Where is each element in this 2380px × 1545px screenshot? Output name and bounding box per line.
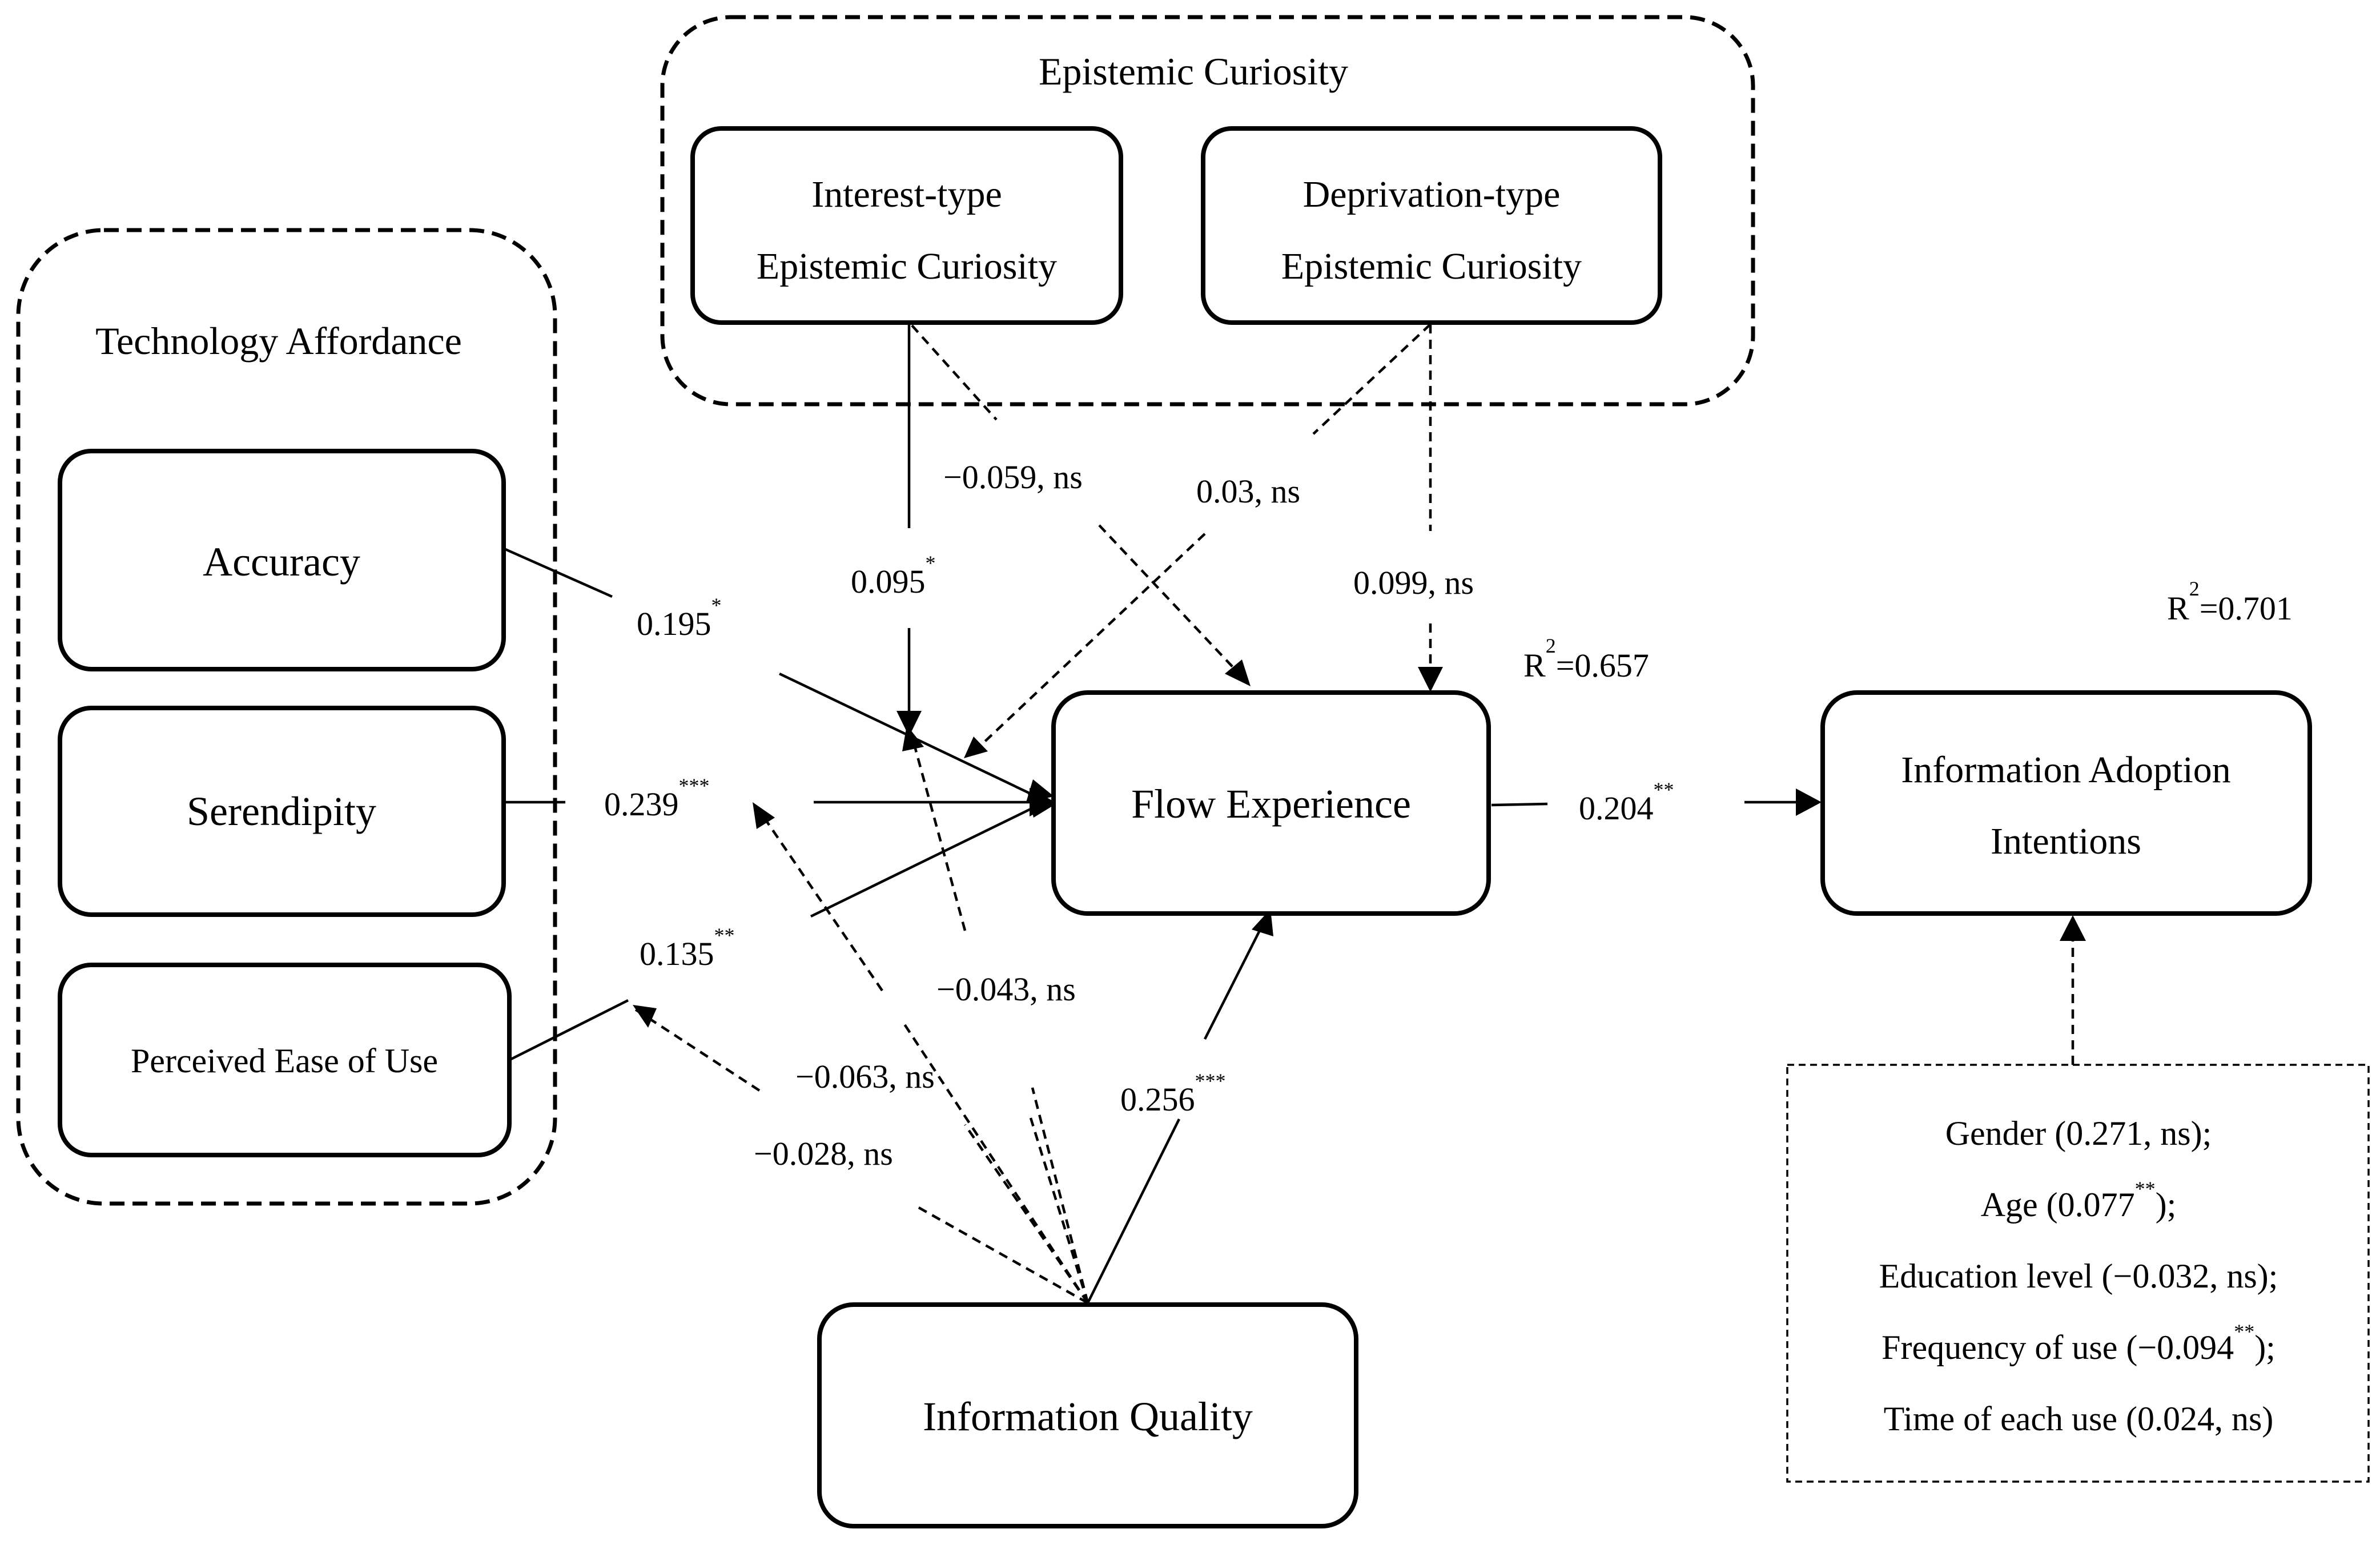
coef-interest-flow: −0.059, ns (943, 458, 1083, 496)
information-adoption-intentions-box: Information Adoption Intentions (1820, 690, 2312, 916)
path-quality-moderation-1-line-1 (1031, 1087, 1090, 1303)
path-quality-flow-line-1 (1086, 1118, 1181, 1304)
path-interest-flow-line-1 (911, 324, 998, 421)
arrowhead-flow-left-3 (1028, 794, 1054, 818)
perceived-ease-of-use-rect (58, 963, 512, 1157)
epistemic-curiosity-group (660, 15, 1755, 407)
coef-quality-moderation-1: −0.043, ns (936, 971, 1076, 1008)
path-quality-moderation-3-line-1 (912, 1204, 1089, 1304)
flow-experience-label: Flow Experience (1131, 781, 1411, 827)
interest-type-curiosity-box: Interest-type Epistemic Curiosity (690, 126, 1123, 325)
technology-affordance-title: Technology Affordance (95, 319, 462, 363)
deprivation-type-curiosity-rect (1201, 126, 1662, 325)
path-accuracy-flow-line-1 (505, 548, 613, 598)
path-quality-moderation-2-line-1 (901, 1020, 1089, 1304)
path-deprivation-moderation-line-2 (980, 533, 1206, 746)
flow-experience-box: Flow Experience (1051, 690, 1491, 916)
deprivation-type-label-line-2: Epistemic Curiosity (1281, 246, 1582, 287)
coef-flow-adoption: 0.204** (1579, 778, 1674, 827)
coef-deprivation-moderation: 0.03, ns (1196, 473, 1300, 510)
path-ease-flow-line-1 (510, 999, 629, 1061)
adoption-intentions-label-line-2: Intentions (1991, 820, 2141, 862)
serendipity-rect (58, 706, 506, 917)
path-interest-flow-line-2 (1098, 524, 1240, 675)
path-flow-adoption-line-1 (1491, 802, 1548, 807)
coef-quality-moderation-3: −0.028, ns (754, 1135, 893, 1172)
control-gender: Gender (0.271, ns); (1945, 1115, 2212, 1152)
accuracy-label: Accuracy (203, 539, 360, 585)
interest-type-curiosity-rect (690, 126, 1123, 325)
deprivation-type-curiosity-box: Deprivation-type Epistemic Curiosity (1201, 126, 1662, 325)
path-quality-fan-line-b (964, 1124, 1089, 1304)
arrowhead-interest-flow (1225, 659, 1251, 686)
arrowhead-quality-moderation-1 (902, 725, 924, 751)
arrowhead-controls-adoption (2060, 915, 2086, 941)
control-education-level: Education level (−0.032, ns); (1879, 1257, 2278, 1295)
serendipity-label: Serendipity (187, 788, 376, 834)
r-squared-adoption-intentions: R2=0.701 (2167, 577, 2293, 627)
arrowhead-quality-moderation-2 (753, 802, 775, 829)
path-quality-moderation-2-line-2 (758, 810, 883, 992)
coef-accuracy-flow: 0.195* (637, 594, 722, 642)
accuracy-box: Accuracy (58, 449, 506, 671)
serendipity-box: Serendipity (58, 706, 506, 917)
path-ease-flow-line-2 (810, 804, 1037, 918)
accuracy-rect (58, 449, 506, 671)
path-quality-flow-line-2 (1203, 919, 1267, 1040)
control-age: Age (0.077**); (1981, 1177, 2177, 1224)
information-quality-label: Information Quality (923, 1394, 1253, 1439)
adoption-intentions-label-line-1: Information Adoption (1901, 749, 2230, 791)
information-quality-box: Information Quality (817, 1302, 1358, 1528)
path-quality-fan-line-a (1029, 1117, 1090, 1303)
coef-deprivation-flow: 0.099, ns (1353, 564, 1474, 601)
perceived-ease-of-use-box: Perceived Ease of Use (58, 963, 512, 1157)
interest-type-label-line-1: Interest-type (811, 174, 1002, 215)
r-squared-flow-experience: R2=0.657 (1523, 634, 1649, 684)
coef-ease-flow: 0.135** (640, 924, 735, 972)
deprivation-type-label-line-1: Deprivation-type (1303, 174, 1561, 215)
arrowhead-deprivation-flow (1418, 667, 1443, 692)
path-deprivation-moderation-line-1 (1312, 323, 1432, 435)
perceived-ease-of-use-label: Perceived Ease of Use (131, 1042, 438, 1080)
information-adoption-intentions-rect (1820, 690, 2312, 916)
arrowhead-quality-moderation-3 (633, 1005, 657, 1028)
coef-quality-flow: 0.256*** (1120, 1069, 1226, 1118)
coef-quality-moderation-2: −0.063, ns (795, 1058, 935, 1095)
information-quality-rect (817, 1302, 1358, 1528)
control-variables-rect (1786, 1064, 2370, 1483)
control-frequency-of-use: Frequency of use (−0.094**); (1882, 1320, 2276, 1366)
arrowhead-flow-adoption (1796, 788, 1822, 816)
coef-interest-moderation: 0.095* (851, 552, 936, 600)
arrowhead-deprivation-moderation (964, 737, 988, 758)
control-variables-box: Gender (0.271, ns); Age (0.077**); Educa… (1786, 1064, 2370, 1483)
technology-affordance-group (16, 228, 557, 1206)
control-time-of-each-use: Time of each use (0.024, ns) (1884, 1400, 2274, 1438)
arrowhead-interest-moderation (896, 711, 922, 737)
epistemic-curiosity-title: Epistemic Curiosity (1039, 50, 1348, 93)
coef-serendipity-flow: 0.239*** (604, 774, 710, 823)
flow-experience-rect (1051, 690, 1491, 916)
interest-type-label-line-2: Epistemic Curiosity (757, 246, 1057, 287)
path-quality-moderation-1-line-2 (912, 742, 967, 931)
path-quality-moderation-3-line-2 (632, 1007, 761, 1092)
